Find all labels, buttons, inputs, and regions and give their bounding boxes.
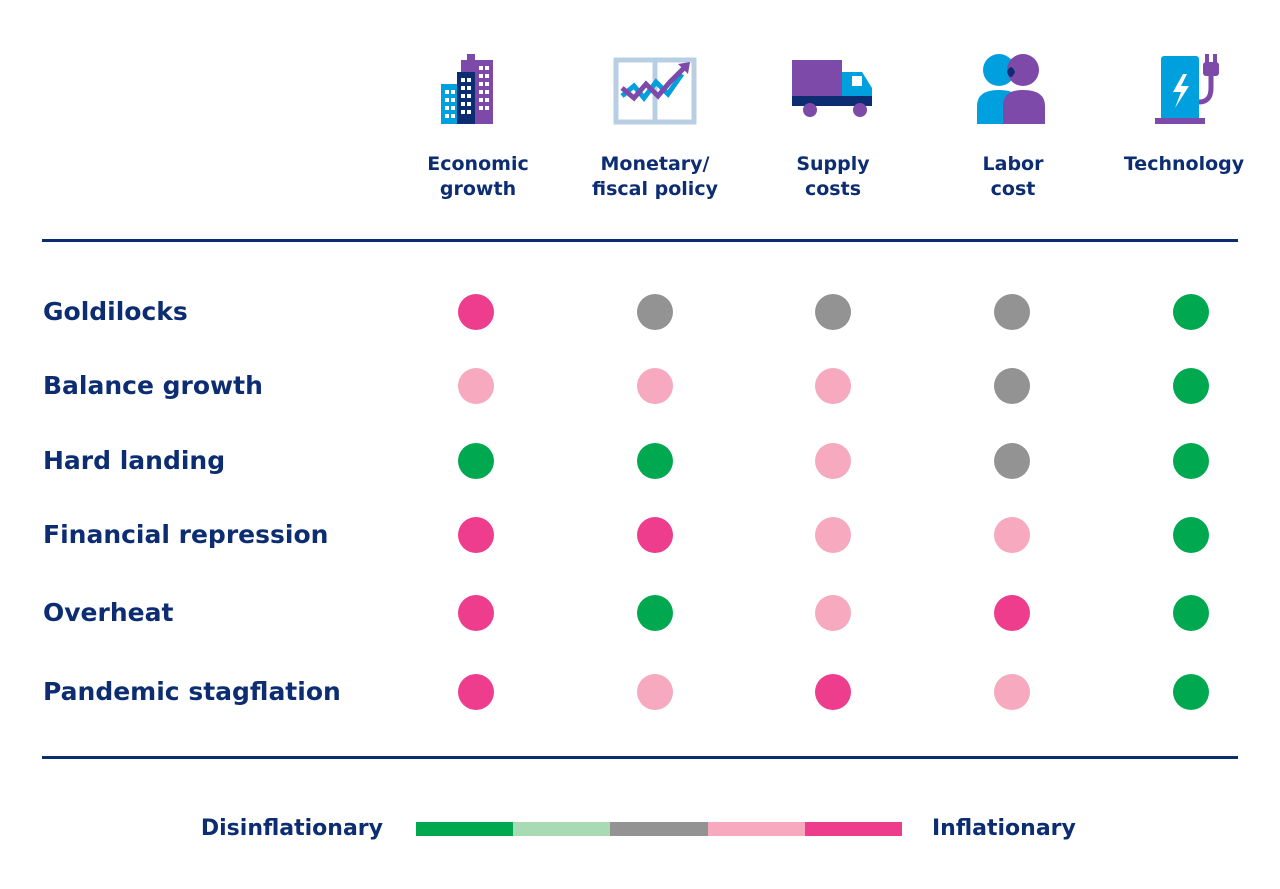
dot-hard-landing-supply-costs [815, 443, 851, 479]
dot-pandemic-stagflation-economic-growth [458, 674, 494, 710]
legend-label-disinflationary: Disinflationary [200, 816, 383, 841]
dot-overheat-supply-costs [815, 595, 851, 631]
dot-financial-repression-economic-growth [458, 517, 494, 553]
dot-overheat-monetary-fiscal-policy [637, 595, 673, 631]
dot-balance-growth-monetary-fiscal-policy [637, 368, 673, 404]
dot-pandemic-stagflation-labor-cost [994, 674, 1030, 710]
dot-financial-repression-monetary-fiscal-policy [637, 517, 673, 553]
dot-overheat-labor-cost [994, 595, 1030, 631]
legend-color-scale [416, 822, 903, 836]
row-label-overheat: Overheat [43, 598, 174, 627]
dot-hard-landing-labor-cost [994, 443, 1030, 479]
dot-financial-repression-supply-costs [815, 517, 851, 553]
dot-goldilocks-monetary-fiscal-policy [637, 294, 673, 330]
dot-hard-landing-technology [1173, 443, 1209, 479]
dot-financial-repression-labor-cost [994, 517, 1030, 553]
legend-segment-disinflationary [416, 822, 514, 836]
workers-icon [967, 52, 1057, 128]
dot-balance-growth-economic-growth [458, 368, 494, 404]
legend-segment-neutral [610, 822, 708, 836]
legend-segment-slightly-inflationary [707, 822, 805, 836]
column-header-monetary-fiscal-policy: Monetary/ fiscal policy [592, 153, 718, 200]
legend-segment-slightly-disinflationary [513, 822, 611, 836]
dot-pandemic-stagflation-technology [1173, 674, 1209, 710]
dot-goldilocks-economic-growth [458, 294, 494, 330]
legend-label-inflationary: Inflationary [932, 816, 1076, 841]
row-label-goldilocks: Goldilocks [43, 297, 188, 326]
footer-divider [42, 756, 1238, 759]
trend-chart-icon [610, 52, 700, 128]
dot-balance-growth-technology [1173, 368, 1209, 404]
dot-pandemic-stagflation-supply-costs [815, 674, 851, 710]
dot-goldilocks-technology [1173, 294, 1209, 330]
dot-balance-growth-supply-costs [815, 368, 851, 404]
dot-hard-landing-monetary-fiscal-policy [637, 443, 673, 479]
dot-balance-growth-labor-cost [994, 368, 1030, 404]
row-label-hard-landing: Hard landing [43, 446, 226, 475]
column-header-labor-cost: Labor cost [982, 153, 1044, 200]
city-buildings-icon [431, 52, 521, 128]
dot-pandemic-stagflation-monetary-fiscal-policy [637, 674, 673, 710]
header-divider [42, 239, 1238, 242]
column-header-economic-growth: Economic growth [427, 153, 529, 200]
row-label-pandemic-stagflation: Pandemic stagflation [43, 677, 341, 706]
row-label-financial-repression: Financial repression [43, 520, 329, 549]
dot-goldilocks-supply-costs [815, 294, 851, 330]
legend-segment-inflationary [804, 822, 903, 836]
dot-financial-repression-technology [1173, 517, 1209, 553]
dot-goldilocks-labor-cost [994, 294, 1030, 330]
row-label-balance-growth: Balance growth [43, 371, 263, 400]
delivery-truck-icon [788, 52, 878, 128]
dot-overheat-economic-growth [458, 595, 494, 631]
column-header-technology: Technology [1123, 153, 1245, 175]
charging-station-icon [1145, 52, 1235, 128]
column-header-supply-costs: Supply costs [796, 153, 870, 200]
dot-hard-landing-economic-growth [458, 443, 494, 479]
dot-overheat-technology [1173, 595, 1209, 631]
